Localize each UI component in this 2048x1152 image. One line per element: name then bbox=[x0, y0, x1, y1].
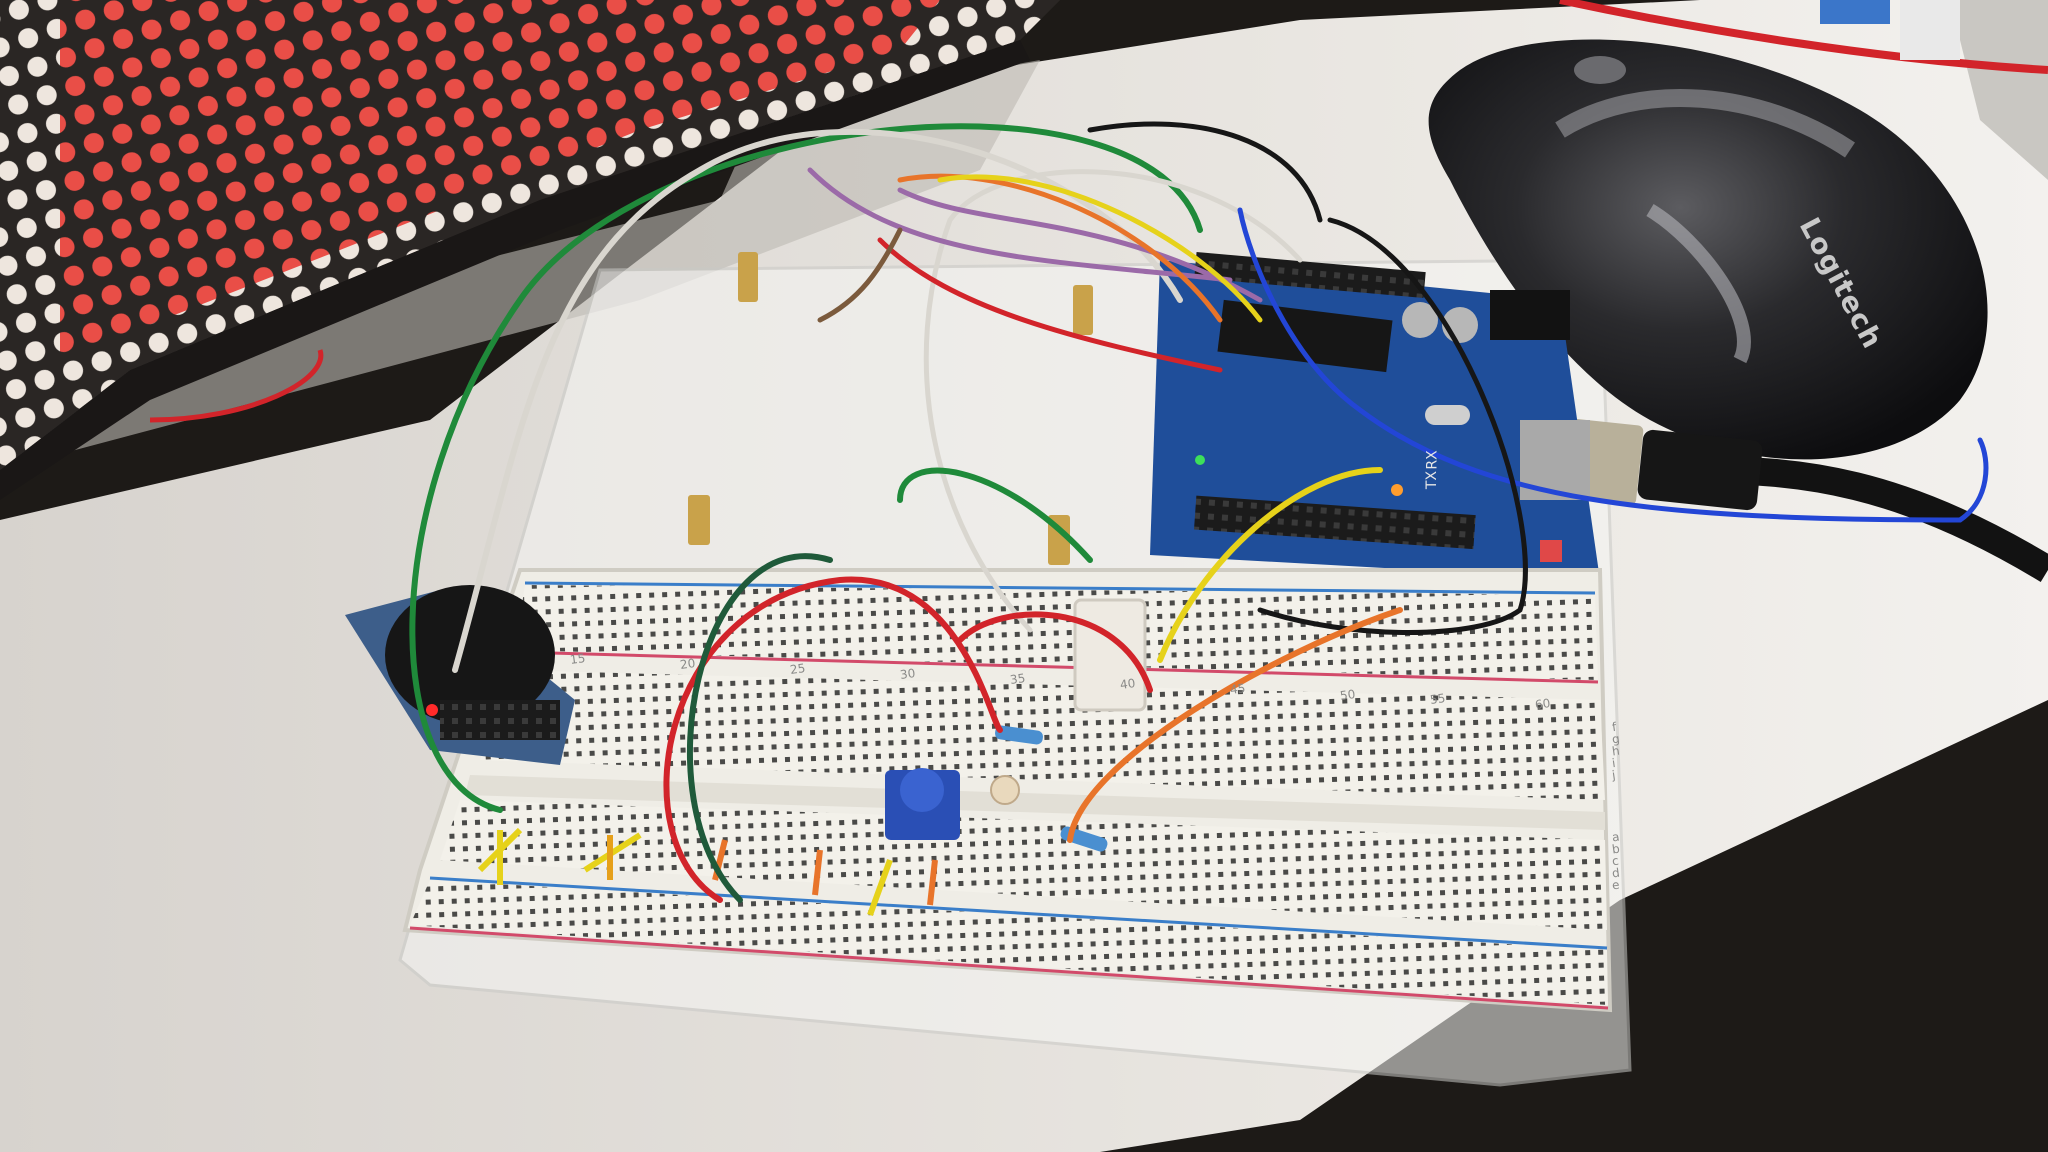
wire-yellow-arduino bbox=[937, 174, 1263, 323]
rtc-led bbox=[426, 704, 438, 716]
column-number: 15 bbox=[569, 651, 587, 667]
center-channel bbox=[465, 775, 1605, 830]
wire-darkgreen-bb bbox=[687, 553, 833, 903]
wire-green-long bbox=[409, 123, 1203, 813]
crystal bbox=[1425, 405, 1470, 425]
bottom-terminal-area bbox=[440, 800, 1607, 930]
wire-green-bb bbox=[897, 467, 1093, 563]
rx-label: RX bbox=[1424, 450, 1441, 470]
wire-black-right bbox=[1257, 217, 1528, 635]
tx-label: TX bbox=[1424, 470, 1441, 490]
desk-shadow bbox=[0, 60, 1040, 470]
wire-brown bbox=[817, 227, 903, 323]
top-power-rail bbox=[515, 585, 1598, 680]
column-number: 40 bbox=[1119, 676, 1137, 692]
wire-blue bbox=[1237, 207, 1989, 523]
column-number: 35 bbox=[1009, 671, 1027, 687]
white-connector bbox=[1900, 0, 1960, 60]
wire-white-2 bbox=[923, 169, 1303, 633]
column-number: 30 bbox=[899, 666, 917, 682]
analog-header bbox=[1194, 495, 1476, 550]
breadboard bbox=[402, 568, 1613, 1013]
wire-purple-2 bbox=[897, 187, 1263, 303]
power-jack bbox=[1490, 290, 1570, 340]
wire-purple bbox=[807, 167, 1233, 283]
column-number: 45 bbox=[1229, 681, 1247, 697]
column-number: 60 bbox=[1534, 696, 1552, 712]
column-number: 25 bbox=[789, 661, 807, 677]
potentiometer bbox=[885, 768, 960, 840]
resistor-1 bbox=[995, 725, 1043, 745]
mouse-red-cable bbox=[1559, 0, 2048, 74]
column-number: 55 bbox=[1429, 691, 1447, 707]
digital-header bbox=[1194, 252, 1426, 298]
arduino-board bbox=[1150, 252, 1600, 580]
reset-button bbox=[1540, 540, 1562, 562]
led-matrix-lit-region bbox=[60, 0, 940, 360]
computer-mouse bbox=[1428, 39, 1988, 460]
wire-black-arduino bbox=[1087, 121, 1323, 223]
power-led bbox=[1391, 484, 1403, 496]
wire-yellow-bb bbox=[1157, 467, 1383, 663]
capacitor-1 bbox=[1402, 302, 1438, 338]
tx-rx-led bbox=[1195, 455, 1205, 465]
wire-red-2 bbox=[957, 611, 1153, 693]
bottom-power-rail bbox=[410, 880, 1608, 1005]
wire-red-arduino bbox=[877, 237, 1223, 373]
matrix-red-wire bbox=[149, 349, 324, 423]
rtc-module bbox=[345, 585, 575, 765]
blue-connector bbox=[1820, 0, 1890, 24]
column-number: 20 bbox=[679, 656, 697, 672]
coin-cell-holder bbox=[385, 585, 555, 725]
wire-orange-bb bbox=[1067, 607, 1403, 843]
wire-orange-arduino bbox=[897, 173, 1223, 323]
photoresistor bbox=[990, 775, 1020, 805]
scroll-wheel bbox=[1574, 56, 1626, 84]
led-matrix-display bbox=[0, 0, 1060, 500]
column-number: 50 bbox=[1339, 687, 1357, 703]
wire-red-bb bbox=[663, 576, 1003, 903]
jumper-wires bbox=[409, 121, 1989, 903]
desk-far-right bbox=[1950, 0, 2048, 180]
